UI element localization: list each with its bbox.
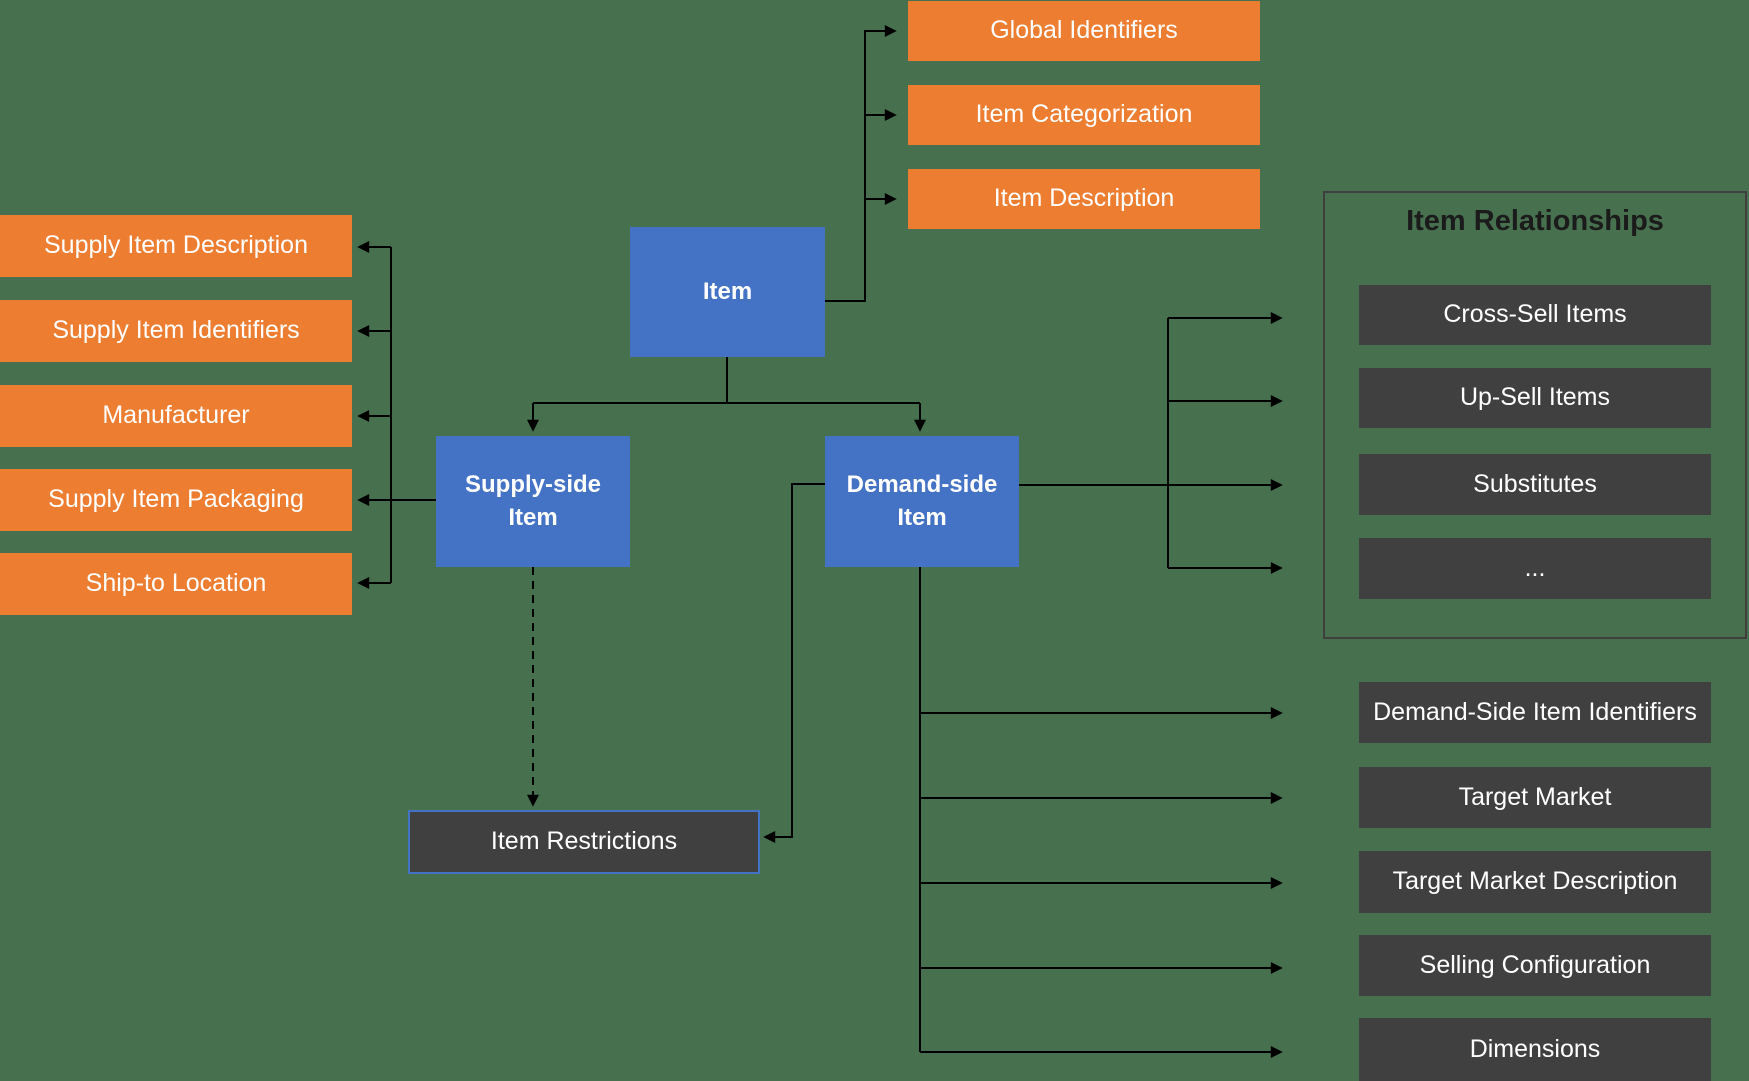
attr-supply-item-identifiers: Supply Item Identifiers	[0, 300, 352, 362]
attr-demand-side-item-identifiers: Demand-Side Item Identifiers	[1359, 682, 1711, 743]
item-node: Item	[630, 227, 825, 357]
demand-to-relationships-connector	[1019, 312, 1283, 574]
rel-substitutes: Substitutes	[1359, 454, 1711, 515]
rel-ellipsis: ...	[1359, 538, 1711, 599]
item-relationships-container: Item Relationships	[1323, 191, 1747, 639]
attr-manufacturer: Manufacturer	[0, 385, 352, 447]
attr-supply-item-description: Supply Item Description	[0, 215, 352, 277]
rel-up-sell-items: Up-Sell Items	[1359, 368, 1711, 428]
attr-supply-item-packaging: Supply Item Packaging	[0, 469, 352, 531]
supply-side-item-node: Supply-side Item	[436, 436, 630, 567]
demand-to-restrictions-connector	[763, 483, 825, 843]
item-restrictions-node: Item Restrictions	[408, 810, 760, 874]
supply-to-attributes-connector	[357, 241, 436, 589]
attr-global-identifiers: Global Identifiers	[908, 1, 1260, 61]
demand-side-item-node: Demand-side Item	[825, 436, 1019, 567]
attr-target-market-description: Target Market Description	[1359, 851, 1711, 913]
item-to-attributes-connector	[825, 25, 897, 302]
attr-item-categorization: Item Categorization	[908, 85, 1260, 145]
attr-dimensions: Dimensions	[1359, 1018, 1711, 1081]
attr-item-description: Item Description	[908, 169, 1260, 229]
attr-target-market: Target Market	[1359, 767, 1711, 828]
rel-cross-sell-items: Cross-Sell Items	[1359, 285, 1711, 345]
item-relationships-title: Item Relationships	[1406, 205, 1664, 237]
demand-to-attributes-connector	[919, 567, 1283, 1058]
item-to-children-connector	[527, 357, 926, 432]
attr-selling-configuration: Selling Configuration	[1359, 935, 1711, 996]
attr-ship-to-location: Ship-to Location	[0, 553, 352, 615]
